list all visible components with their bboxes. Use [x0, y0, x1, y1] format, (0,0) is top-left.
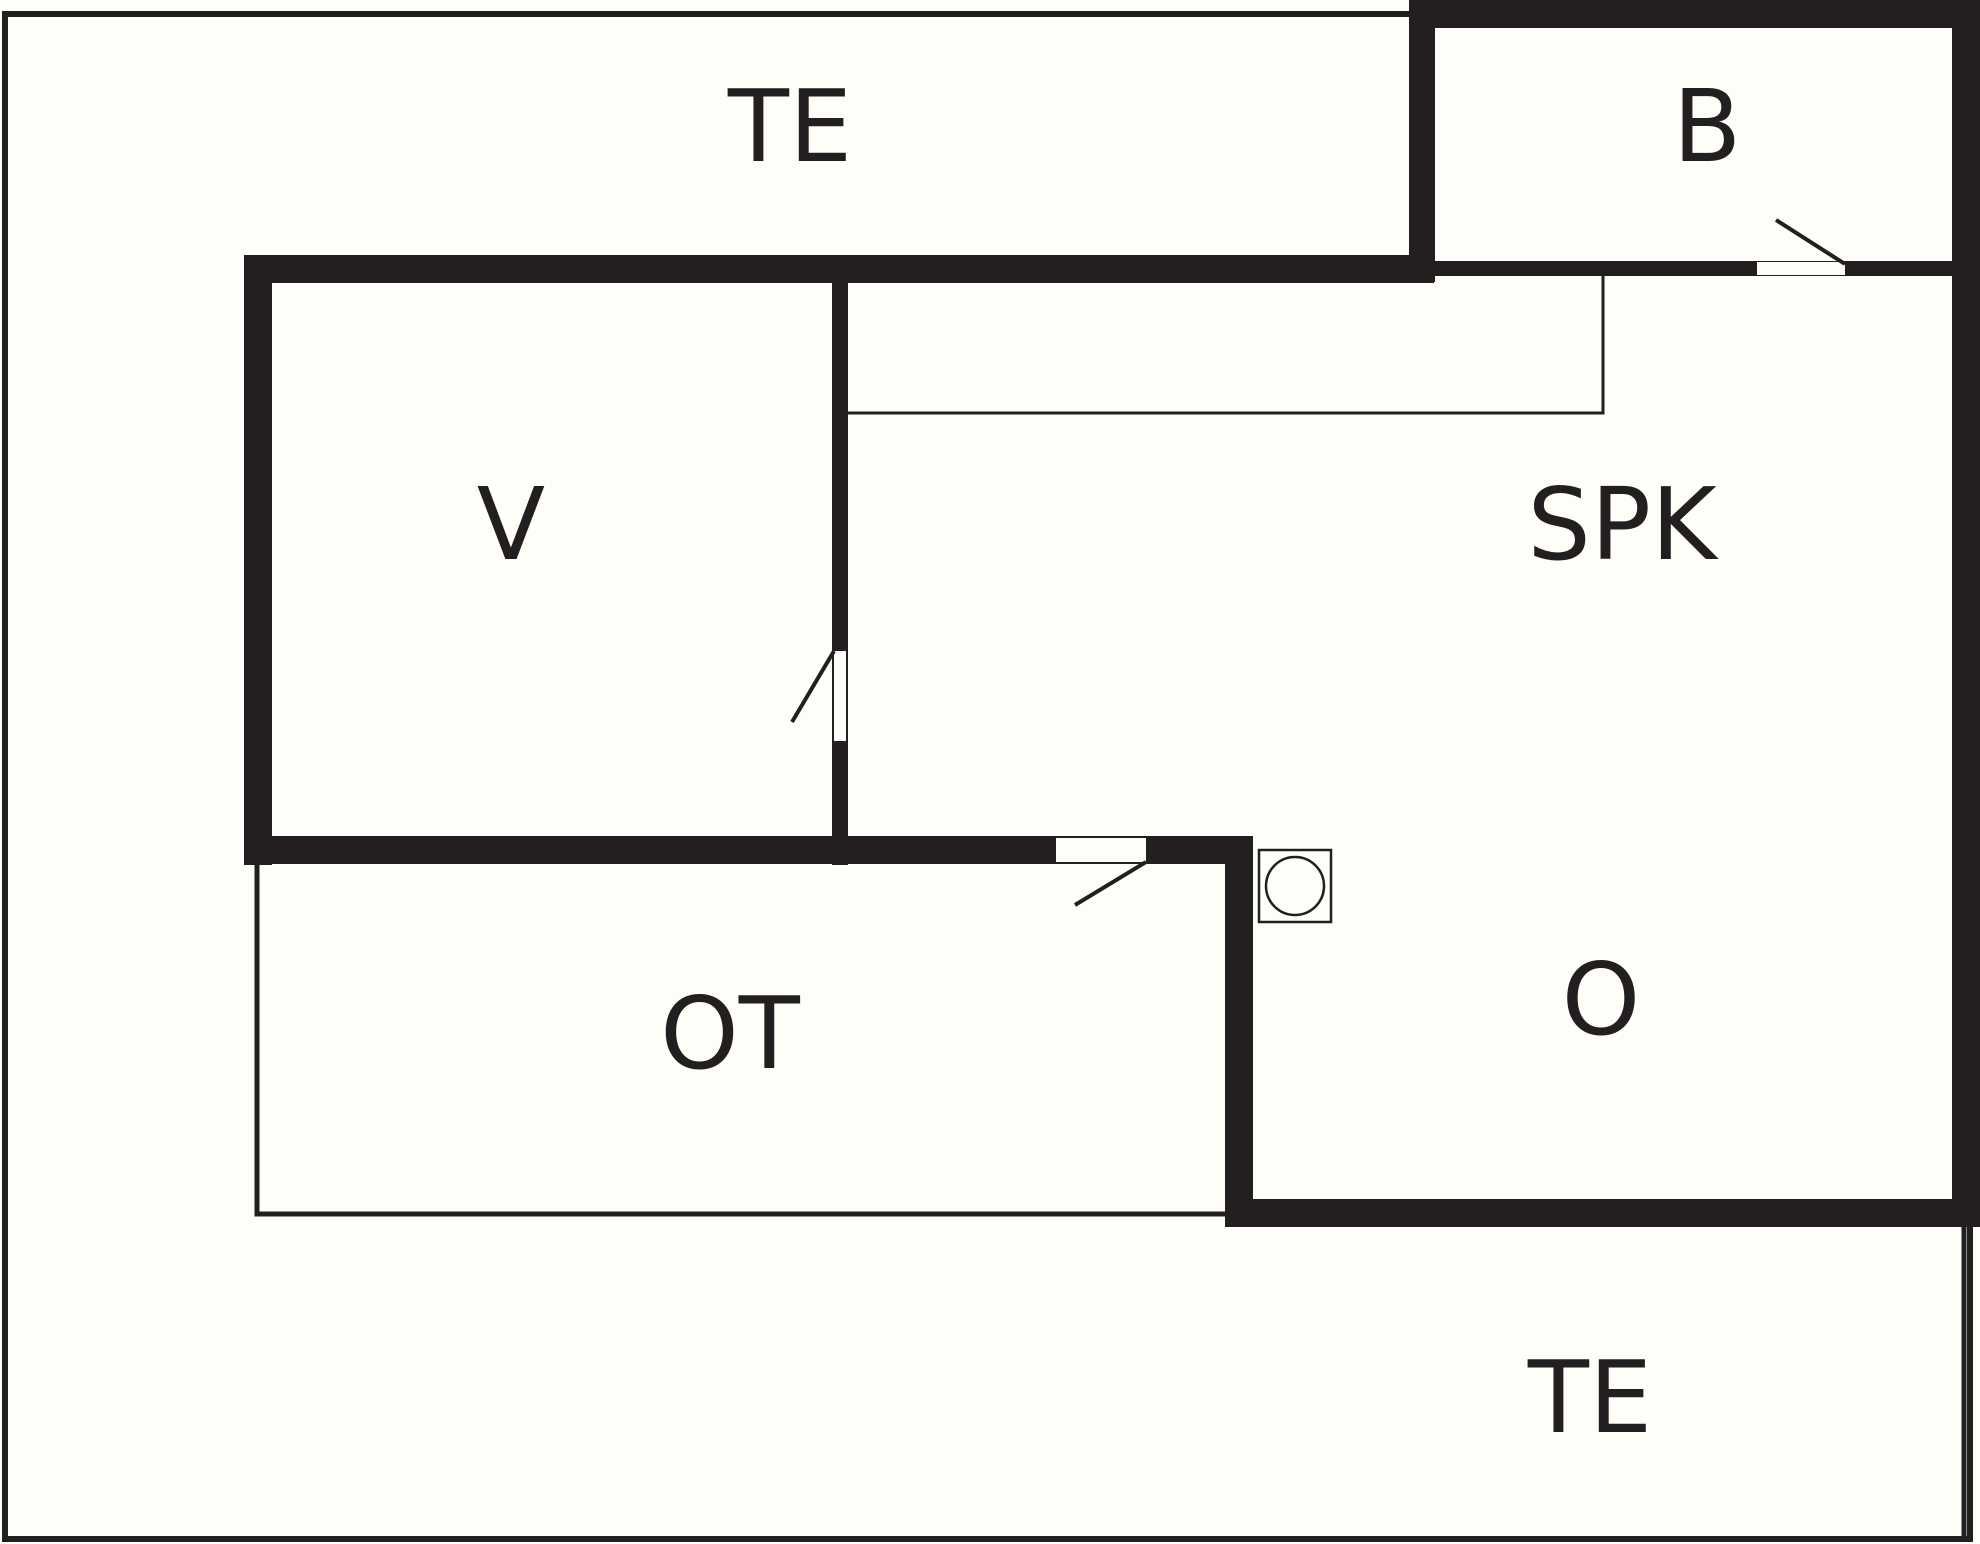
bedroom-door-gap: [834, 651, 846, 741]
room-label-balcony: B: [1673, 68, 1742, 185]
balcony-door-leaf: [1774, 218, 1847, 266]
balcony-door-gap: [1757, 262, 1845, 275]
room-label-storage: OT: [660, 975, 801, 1092]
north-wall: [244, 255, 1434, 283]
kitchen-counter: [848, 276, 1605, 415]
balcony-wall-top: [1409, 0, 1980, 28]
room-label-bedroom: V: [477, 466, 545, 583]
bedroom-door-leaf: [790, 649, 836, 724]
south-wall: [1225, 1199, 1980, 1227]
balcony-divider-wall: [1433, 261, 1954, 276]
entry-west-wall: [1225, 836, 1253, 1226]
storage-outline: [254, 864, 1226, 1217]
bedroom-partition-wall: [832, 280, 848, 865]
storage-door-gap: [1056, 838, 1146, 862]
storage-door-leaf: [1073, 860, 1148, 907]
room-label-terrace-top: TE: [727, 68, 852, 185]
fireplace-icon: [1257, 848, 1333, 924]
room-label-terrace-bottom: TE: [1527, 1339, 1652, 1456]
room-label-living-kitchen: SPK: [1527, 466, 1719, 583]
room-label-entry: O: [1562, 941, 1641, 1058]
balcony-wall-left: [1409, 0, 1435, 282]
west-wall: [244, 255, 272, 865]
balcony-wall-right: [1952, 0, 1980, 1225]
